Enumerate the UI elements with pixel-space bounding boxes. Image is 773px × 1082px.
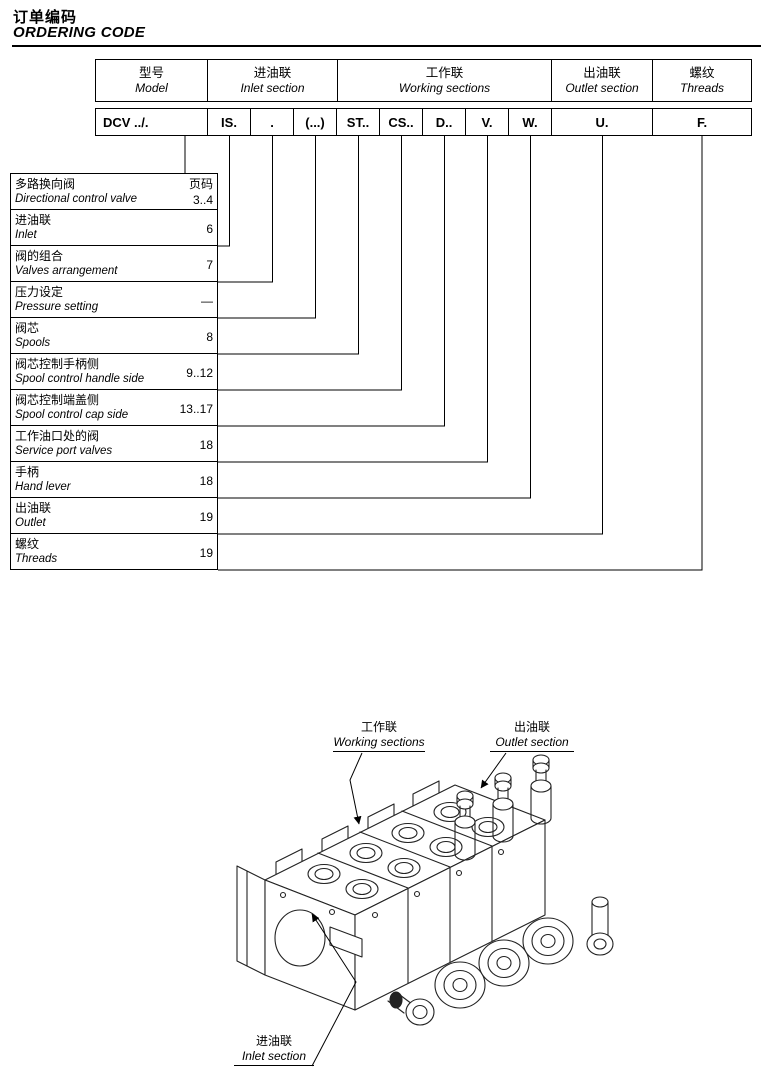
index-row-inlet: 进油联 Inlet 6 bbox=[11, 210, 217, 246]
index-row-spool-control-cap-side: 阀芯控制端盖侧 Spool control cap side 13..17 bbox=[11, 390, 217, 426]
row-label-en: Inlet bbox=[15, 229, 37, 241]
row-label-en: Pressure setting bbox=[15, 301, 99, 313]
page-number: 19 bbox=[199, 509, 213, 524]
title-divider bbox=[12, 45, 761, 47]
index-row-valves-arrangement: 阀的组合 Valves arrangement 7 bbox=[11, 246, 217, 282]
inlet-section-label: 进油联 Inlet section bbox=[234, 1034, 314, 1066]
outlet-section-label: 出油联 Outlet section bbox=[490, 720, 574, 752]
index-row-outlet: 出油联 Outlet 19 bbox=[11, 498, 217, 534]
code-cell-threads: F. bbox=[696, 114, 708, 130]
page-number: 3..4 bbox=[192, 193, 213, 207]
row-label-zh: 阀芯控制端盖侧 bbox=[15, 393, 100, 407]
header-threads: 螺纹 Threads bbox=[679, 66, 725, 95]
page-title-zh: 订单编码 bbox=[13, 9, 78, 26]
page-col-header: 页码 bbox=[188, 177, 213, 191]
page-number: 18 bbox=[199, 437, 213, 452]
code-cell-service-valves: V. bbox=[466, 109, 509, 135]
row-label-zh: 进油联 bbox=[15, 213, 52, 227]
code-cell-pressure: (...) bbox=[294, 109, 337, 135]
row-label-en: Spool control handle side bbox=[15, 373, 145, 385]
index-row-pressure-setting: 压力设定 Pressure setting — bbox=[11, 282, 217, 318]
page-number: 6 bbox=[206, 221, 213, 236]
row-label-zh: 多路换向阀 bbox=[15, 177, 76, 191]
row-label-zh: 工作油口处的阀 bbox=[15, 429, 100, 443]
page-number: 18 bbox=[199, 473, 213, 488]
row-page: 页码 3..4 bbox=[173, 176, 215, 209]
row-label-zh: 阀芯 bbox=[15, 321, 40, 335]
row-label-zh: 压力设定 bbox=[15, 285, 64, 299]
row-label-en: Service port valves bbox=[15, 445, 113, 457]
code-cell-handle-side: CS.. bbox=[380, 109, 423, 135]
code-connector-lines bbox=[184, 136, 703, 571]
figure-leader-arrows bbox=[311, 752, 507, 1067]
index-table: 多路换向阀 Directional control valve 页码 3..4 … bbox=[10, 173, 218, 570]
row-label-zh: 阀芯控制手柄侧 bbox=[15, 357, 100, 371]
page-number: — bbox=[201, 293, 213, 308]
page-number: 8 bbox=[206, 329, 213, 344]
index-row-hand-lever: 手柄 Hand lever 18 bbox=[11, 462, 217, 498]
row-label-en: Spool control cap side bbox=[15, 409, 129, 421]
row-label-zh: 螺纹 bbox=[15, 537, 40, 551]
index-row-spools: 阀芯 Spools 8 bbox=[11, 318, 217, 354]
valve-illustration bbox=[236, 754, 614, 1026]
working-sections-label: 工作联 Working sections bbox=[333, 720, 425, 752]
row-label-en: Hand lever bbox=[15, 481, 71, 493]
row-label-en: Spools bbox=[15, 337, 51, 349]
code-cell-lever: W. bbox=[509, 109, 552, 135]
page-number: 13..17 bbox=[179, 401, 213, 416]
code-table-header: 型号 Model 进油联 Inlet section 工作联 Working s… bbox=[95, 59, 752, 102]
code-row: DCV ../. IS. . (...) ST.. CS.. D.. V. W.… bbox=[95, 108, 752, 136]
code-cell-inlet: IS. bbox=[208, 109, 251, 135]
index-row-directional-control-valve: 多路换向阀 Directional control valve 页码 3..4 bbox=[11, 174, 217, 210]
header-working-sections: 工作联 Working sections bbox=[338, 60, 552, 101]
row-label-en: Threads bbox=[15, 553, 58, 565]
row-label-en: Valves arrangement bbox=[15, 265, 118, 277]
page-title-en: ORDERING CODE bbox=[13, 24, 146, 41]
row-label-zh: 手柄 bbox=[15, 465, 40, 479]
code-cell-cap-side: D.. bbox=[423, 109, 466, 135]
header-outlet-section: 出油联 Outlet section bbox=[552, 60, 653, 101]
page-number: 9..12 bbox=[186, 365, 213, 380]
row-label-zh: 出油联 bbox=[15, 501, 52, 515]
page-number: 19 bbox=[199, 545, 213, 560]
code-cell-spools: ST.. bbox=[337, 109, 380, 135]
index-row-spool-control-handle-side: 阀芯控制手柄侧 Spool control handle side 9..12 bbox=[11, 354, 217, 390]
row-label-en: Outlet bbox=[15, 517, 46, 529]
index-row-service-port-valves: 工作油口处的阀 Service port valves 18 bbox=[11, 426, 217, 462]
header-inlet-section: 进油联 Inlet section bbox=[208, 60, 338, 101]
page-number: 7 bbox=[206, 257, 213, 272]
code-cell-outlet: U. bbox=[552, 109, 653, 135]
header-model: 型号 Model bbox=[96, 60, 208, 101]
code-cell-arrangement: . bbox=[251, 109, 294, 135]
row-label-zh: 阀的组合 bbox=[15, 249, 64, 263]
code-cell-model: DCV ../. bbox=[96, 109, 208, 135]
index-row-threads: 螺纹 Threads 19 bbox=[11, 534, 217, 569]
row-label-en: Directional control valve bbox=[15, 193, 138, 205]
